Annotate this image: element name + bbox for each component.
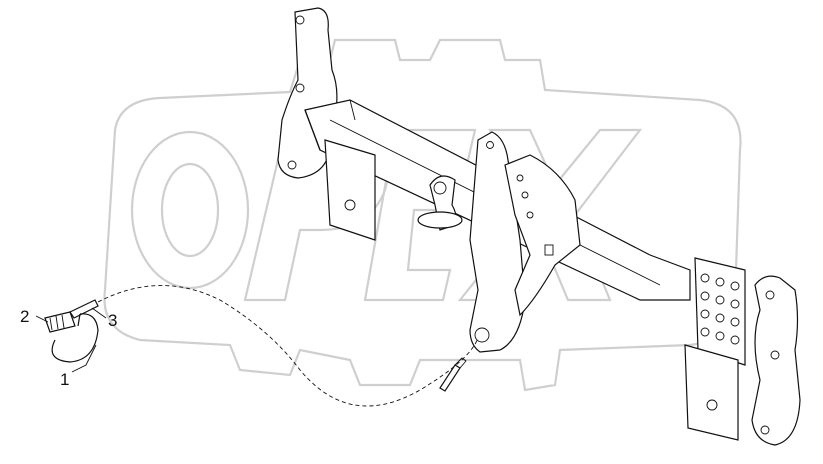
callout-3: 3 bbox=[108, 311, 117, 330]
plate-holes bbox=[700, 273, 740, 345]
pin-clip-detail bbox=[44, 285, 479, 407]
right-hole-plate bbox=[694, 257, 746, 366]
callouts: 1 2 3 bbox=[20, 307, 117, 389]
retaining-chain bbox=[97, 285, 479, 407]
lower-mounting-plate bbox=[684, 344, 739, 441]
callout-2: 2 bbox=[20, 307, 29, 326]
leader-1 bbox=[71, 344, 97, 373]
left-mounting-plate bbox=[324, 139, 376, 241]
bolt bbox=[439, 364, 461, 392]
leader-2 bbox=[35, 315, 49, 323]
arm-side-plate bbox=[504, 154, 581, 317]
spring-clip bbox=[51, 313, 99, 363]
leader-3 bbox=[91, 307, 107, 319]
callout-1: 1 bbox=[60, 370, 69, 389]
lynch-clip bbox=[69, 299, 99, 319]
watermark-gear-outline bbox=[103, 38, 742, 392]
hitch-pin bbox=[44, 311, 76, 333]
tow-hitch-assembly bbox=[277, 7, 801, 446]
right-mounting-bracket bbox=[751, 275, 801, 446]
